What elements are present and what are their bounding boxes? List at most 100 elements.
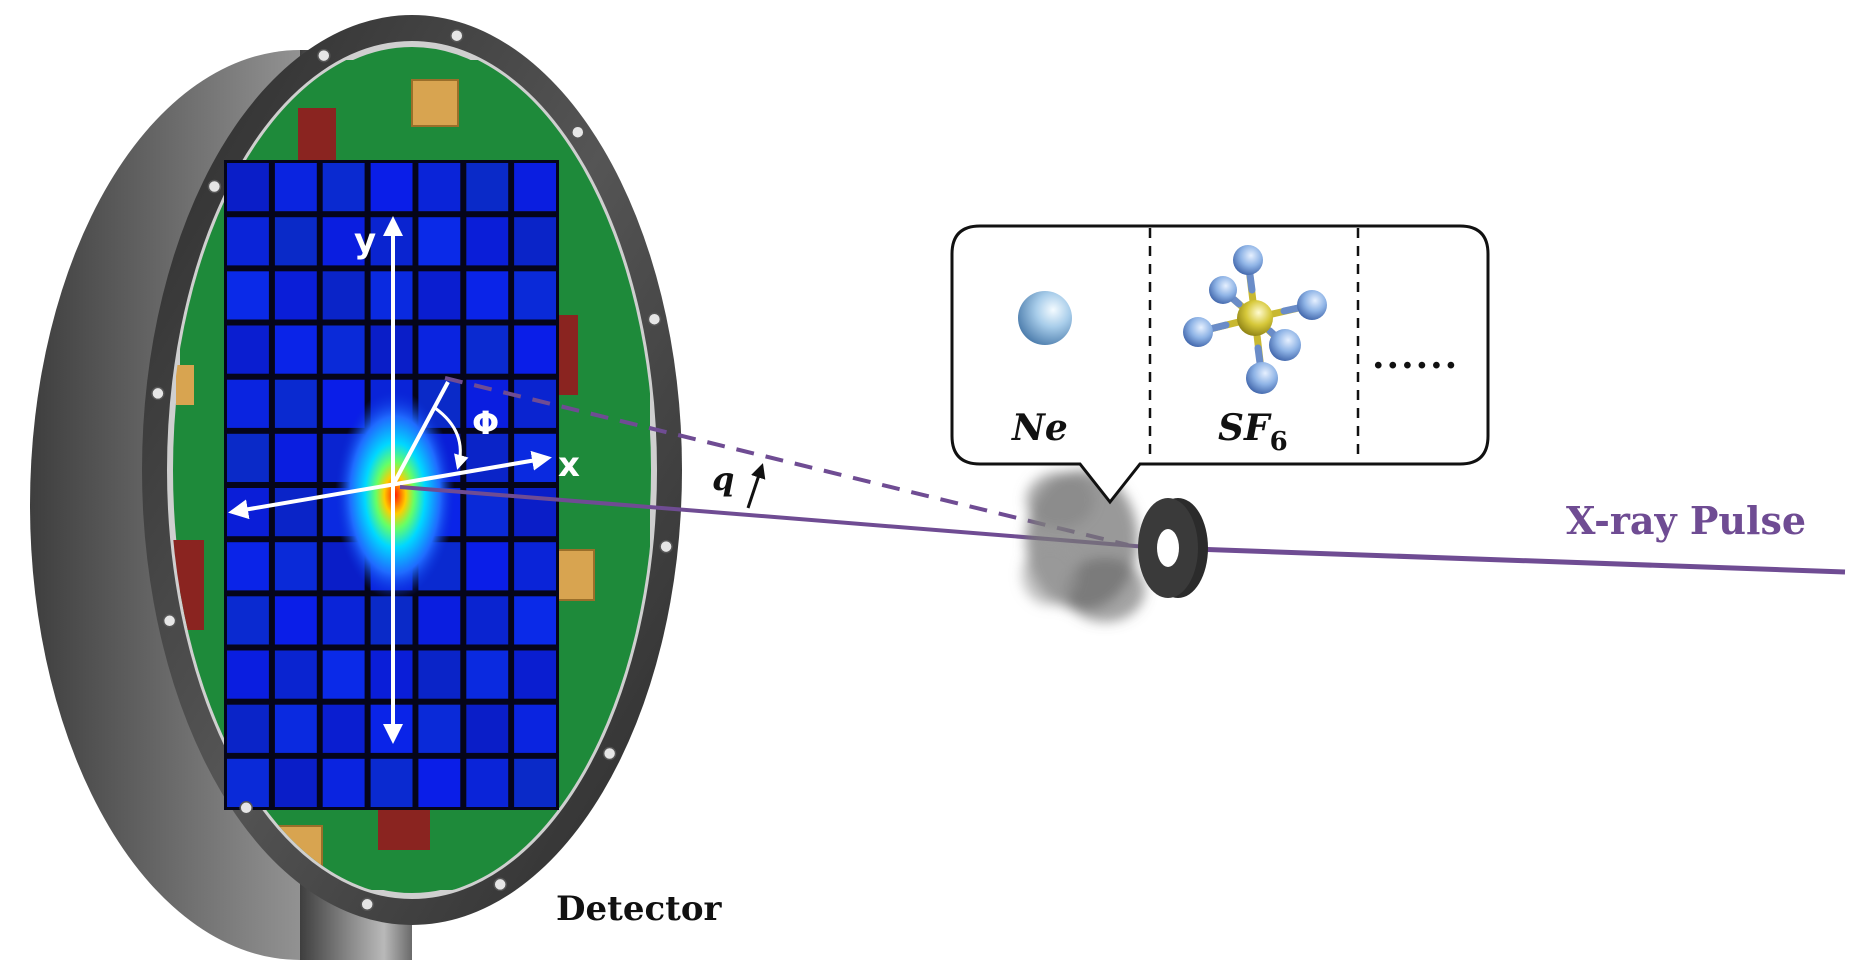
detector-tile [274, 271, 317, 320]
detector-assembly: y x Φ [30, 15, 682, 960]
detector-tile [274, 758, 317, 807]
detector-tile [514, 433, 556, 482]
detector-tile [514, 704, 556, 753]
detector-tile [514, 163, 556, 212]
detector-tile [227, 758, 269, 807]
detector-tile [466, 163, 509, 212]
connector-tan [557, 549, 595, 601]
sphere-icon [1018, 291, 1072, 345]
detector-tile [466, 650, 509, 699]
detector-tile [274, 488, 317, 537]
screw-icon [207, 179, 222, 194]
phi-arc [434, 406, 469, 470]
detector-tile [418, 163, 461, 212]
detector-tile [514, 650, 556, 699]
phi-vector [391, 381, 450, 486]
detector-tile [274, 650, 317, 699]
detector-tile [418, 650, 461, 699]
detector-tile [227, 163, 269, 212]
rim-screws [151, 28, 673, 912]
detector-tile [418, 758, 461, 807]
detector-tile [274, 325, 317, 374]
gas-cloud-icon [1022, 470, 1145, 622]
detector-tile [274, 379, 317, 428]
detector-tile [466, 758, 509, 807]
connector-tan [411, 79, 459, 127]
detector-tile [274, 704, 317, 753]
sample-sf6-label: SF6 [1218, 407, 1288, 457]
screw-icon [151, 386, 165, 401]
detector-tile [322, 596, 365, 645]
q-arrow [746, 463, 766, 509]
detector-tile [227, 217, 269, 266]
axis-x-label: x [558, 445, 580, 485]
xray-beam [1164, 545, 1846, 575]
detector-tile [466, 704, 509, 753]
screw-icon [450, 28, 464, 43]
detector-tile [514, 596, 556, 645]
detector-tile [370, 163, 413, 212]
detector-tile [322, 650, 365, 699]
detector-tile [274, 542, 317, 591]
detector-tile [514, 542, 556, 591]
detector-tile [227, 379, 269, 428]
screw-icon [493, 877, 507, 892]
sample-ne-label: Ne [1011, 407, 1068, 449]
detector-tile [274, 217, 317, 266]
detector-tile [466, 217, 509, 266]
screw-icon [360, 897, 374, 912]
screw-icon [659, 539, 673, 554]
detector-tile [466, 542, 509, 591]
xray-pulse-caption: X-ray Pulse [1566, 498, 1806, 543]
detector-tile [322, 758, 365, 807]
detector-tile [514, 271, 556, 320]
detector-tile [227, 650, 269, 699]
screw-icon [162, 614, 177, 628]
detector-tile [418, 325, 461, 374]
detector-tile [466, 271, 509, 320]
screw-icon [239, 801, 253, 815]
detector-tile [227, 433, 269, 482]
detector-tile [322, 217, 365, 266]
angle-phi-label: Φ [472, 404, 499, 442]
detector-tile [227, 271, 269, 320]
detector-tile [418, 704, 461, 753]
connector-tan [176, 365, 194, 405]
detector-tile [274, 433, 317, 482]
detector-tile [514, 325, 556, 374]
more-samples-ellipsis: ...... [1372, 335, 1459, 377]
screw-icon [317, 48, 331, 63]
screw-icon [602, 746, 617, 761]
detector-tile [274, 596, 317, 645]
sample-callout: Ne [950, 224, 1490, 505]
detector-tile [227, 704, 269, 753]
detector-tile [227, 596, 269, 645]
axis-x-line [228, 450, 552, 520]
detector-tile [322, 704, 365, 753]
scattered-beam-dashed [444, 376, 1129, 547]
detector-tile [322, 271, 365, 320]
screw-icon [647, 312, 662, 326]
molecule-icon [1183, 245, 1327, 394]
detector-tile [418, 217, 461, 266]
axis-y-label: y [354, 221, 376, 261]
detector-tile [370, 758, 413, 807]
screw-icon [571, 125, 585, 139]
detector-caption: Detector [556, 889, 723, 929]
momentum-q-label: q [712, 460, 734, 498]
detector-tile [418, 596, 461, 645]
detector-axes: y x Φ [228, 216, 580, 744]
detector-tile [514, 758, 556, 807]
detector-tile [466, 325, 509, 374]
detector-tile [514, 217, 556, 266]
detector-tile [418, 271, 461, 320]
sample-region [1022, 470, 1208, 622]
detector-tile [227, 325, 269, 374]
detector-tile [322, 325, 365, 374]
detector-tile [322, 163, 365, 212]
detector-tile [227, 542, 269, 591]
detector-tile [466, 596, 509, 645]
ring-aperture-icon [1138, 498, 1208, 598]
